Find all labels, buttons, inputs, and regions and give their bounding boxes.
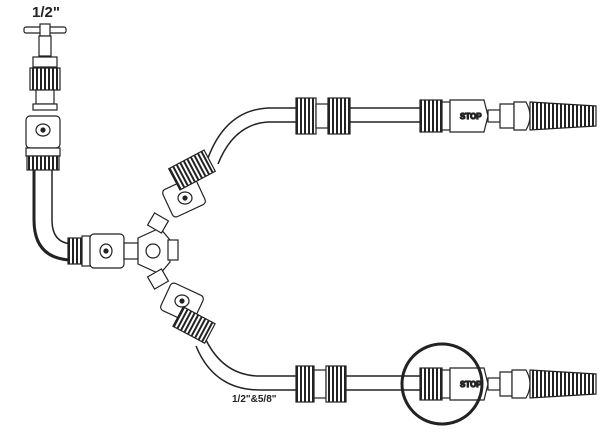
- tap-size-label: 1/2": [32, 4, 60, 21]
- tap-adapter-nut: [32, 56, 58, 68]
- upper-stop-connector: STOP: [419, 99, 501, 133]
- lower-spray-nozzle: [499, 369, 597, 399]
- tap-adapter-spigot: [35, 89, 55, 105]
- upper-hose-repairer: [295, 97, 351, 135]
- hose-connector-y-inlet: [67, 233, 125, 269]
- tap-handle-left: [23, 26, 43, 34]
- upper-spray-nozzle: [499, 101, 597, 131]
- tap-adapter-ribbed: [29, 67, 61, 91]
- upper-stop-label: STOP: [460, 112, 482, 121]
- tap-fitting: [23, 23, 67, 111]
- hose-connector-top: [25, 115, 61, 171]
- connector-nut: [26, 155, 60, 171]
- y-splitter: [123, 212, 179, 290]
- lower-stop-label: STOP: [460, 380, 482, 389]
- tap-handle-right: [47, 26, 67, 34]
- lower-stop-connector: STOP: [419, 367, 501, 401]
- highlight-circle: [400, 342, 484, 426]
- lower-hose-repairer: [295, 365, 347, 403]
- tap-adapter-collar: [32, 103, 58, 111]
- lower-branch-connector: [160, 282, 216, 344]
- connector-ring: [25, 147, 61, 157]
- tap-spindle: [39, 23, 51, 37]
- tap-spout: [38, 35, 52, 57]
- hose-size-label: 1/2"&5/8": [232, 394, 277, 405]
- upper-hose: [207, 107, 420, 165]
- upper-branch-connector: [162, 149, 217, 218]
- lower-hose: [195, 339, 420, 391]
